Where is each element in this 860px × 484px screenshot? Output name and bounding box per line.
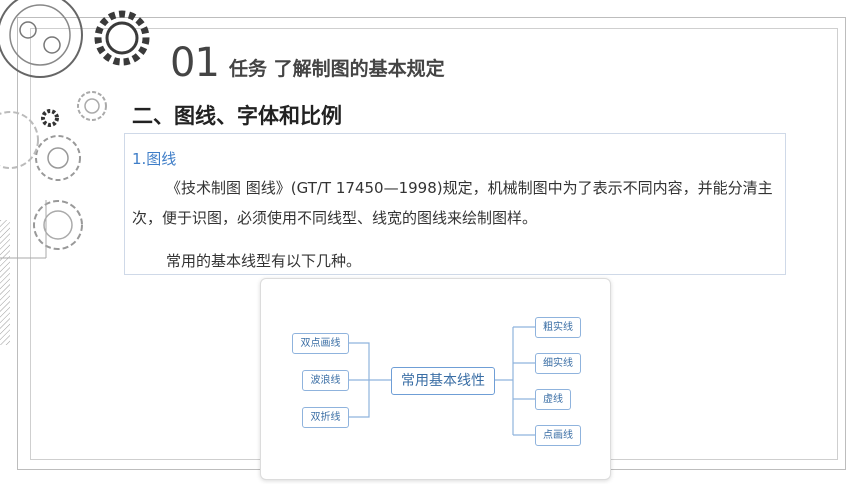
mind-map-diagram: 双点画线 波浪线 双折线 常用基本线性 粗实线 细实线 虚线 点画线 xyxy=(260,278,611,480)
page-title: 任务 了解制图的基本规定 xyxy=(229,58,445,80)
gear-decoration xyxy=(0,0,150,345)
content-box xyxy=(124,133,786,275)
outline-gear-icon xyxy=(0,111,39,169)
section-heading: 二、图线、字体和比例 xyxy=(132,104,342,128)
large-gear-icon xyxy=(0,0,83,78)
paragraph-1: 《技术制图 图线》(GT/T 17450—1998)规定，机械制图中为了表示不同… xyxy=(132,179,773,227)
node-dot-dash-line: 点画线 xyxy=(535,425,581,446)
node-double-break-line: 双折线 xyxy=(302,407,349,428)
node-double-dot-line: 双点画线 xyxy=(292,333,349,354)
outline-gear-icon xyxy=(35,135,81,181)
outline-gear-icon xyxy=(33,200,83,250)
dark-gear-icon xyxy=(94,10,150,66)
node-thin-solid-line: 细实线 xyxy=(535,353,581,374)
node-center-topic: 常用基本线性 xyxy=(391,367,495,395)
subheading: 1.图线 xyxy=(132,150,177,168)
node-thick-solid-line: 粗实线 xyxy=(535,317,581,338)
node-wavy-line: 波浪线 xyxy=(302,370,349,391)
section-number: 01 xyxy=(170,40,220,86)
small-dark-gear-icon xyxy=(41,109,59,127)
outline-gear-icon xyxy=(77,91,107,121)
connector-lines xyxy=(347,326,535,436)
paragraph-2: 常用的基本线型有以下几种。 xyxy=(166,252,362,270)
node-dashed-line: 虚线 xyxy=(535,389,571,410)
